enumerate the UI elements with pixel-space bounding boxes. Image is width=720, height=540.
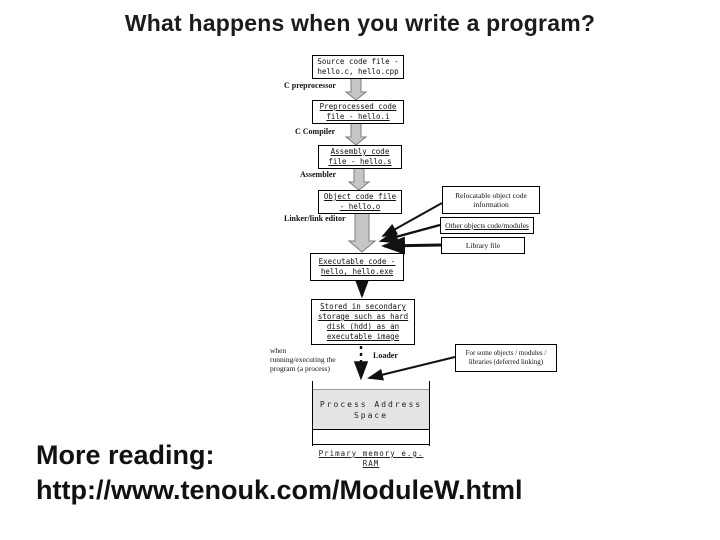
more-reading-label: More reading: (36, 440, 215, 470)
arrow-library-to-linker-icon (381, 236, 442, 255)
block-arrow-assembler-icon (347, 166, 371, 191)
arrow-other-objects-to-linker-icon (378, 223, 441, 244)
memory-divider-2 (312, 444, 430, 445)
arrow-deferred-to-loader-icon (367, 356, 456, 381)
box-object-code: Object code file - hello.o (318, 190, 402, 214)
box-secondary-storage: Stored in secondary storage such as hard… (311, 299, 415, 345)
block-arrow-preprocessor-icon (344, 76, 368, 101)
label-c-preprocessor: C preprocessor (284, 81, 336, 90)
memory-right-wall (429, 381, 430, 446)
label-primary-memory: Primary memory e.g. RAM (318, 449, 424, 468)
box-relocatable-info: Relocatable object code information (442, 186, 540, 214)
box-other-objects: Other objects code/modules (440, 217, 534, 234)
box-assembly-code: Assembly code file - hello.s (318, 145, 402, 169)
label-c-compiler: C Compiler (295, 127, 336, 136)
label-running-program: when running/executing the program (a pr… (270, 346, 336, 373)
box-source-code: Source code file - hello.c, hello.cpp (312, 55, 404, 79)
box-deferred-linking: For some objects / modules / libraries (… (455, 344, 557, 372)
block-arrow-compiler-icon (344, 121, 368, 146)
memory-divider-1 (312, 429, 430, 430)
memory-left-wall (312, 381, 313, 446)
block-arrow-linker-icon (347, 211, 377, 253)
label-assembler: Assembler (300, 170, 336, 179)
box-preprocessed-code: Preprocessed code file - hello.i (312, 100, 404, 124)
box-library-file: Library file (441, 237, 525, 254)
label-loader: Loader (373, 351, 398, 360)
box-process-address-space: Process Address Space (313, 389, 429, 429)
box-executable-code: Executable code - hello, hello.exe (310, 253, 404, 281)
label-linker: Linker/link editor (284, 214, 346, 223)
page-title: What happens when you write a program? (124, 10, 596, 36)
reading-url-link[interactable]: http://www.tenouk.com/ModuleW.html (36, 475, 523, 505)
